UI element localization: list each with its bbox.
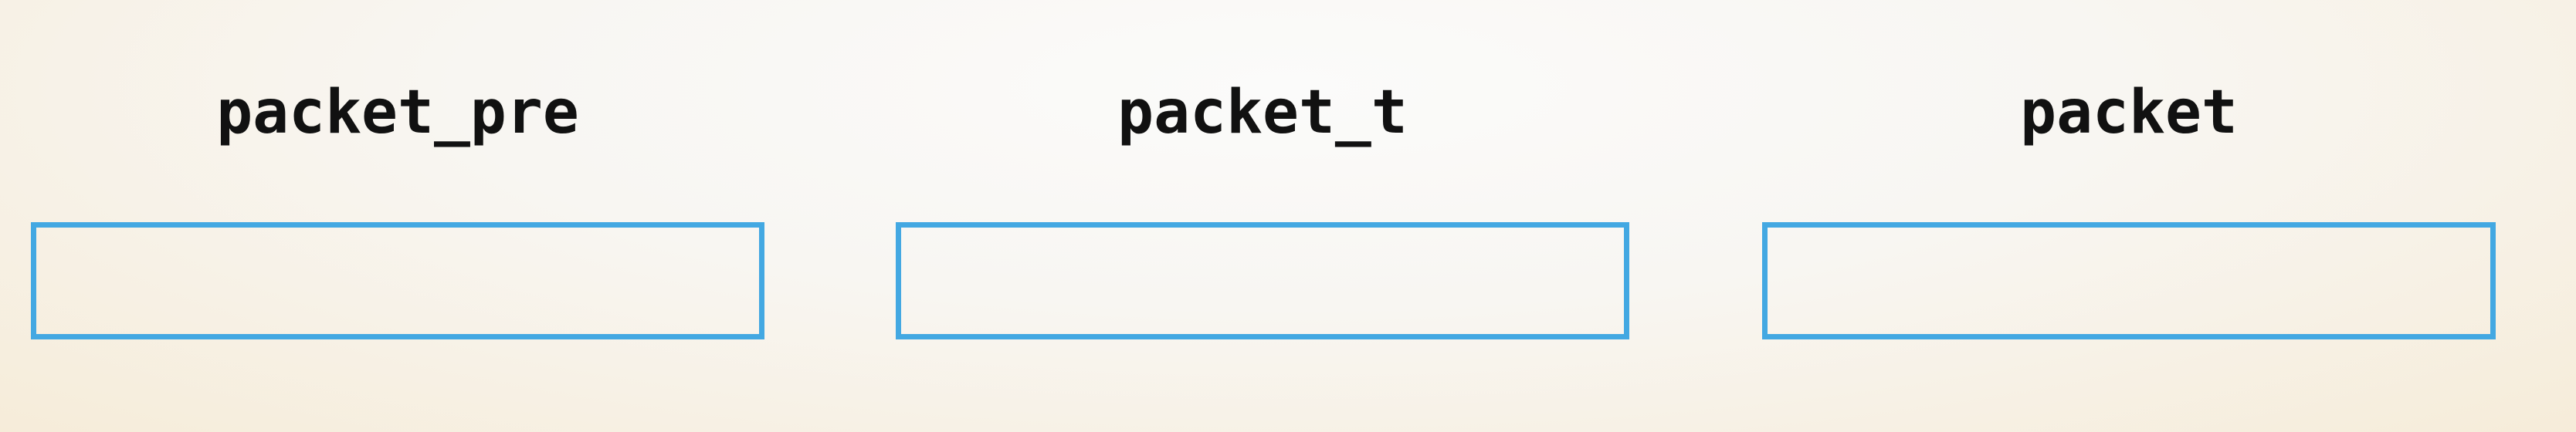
field-label-packet-t: packet_t (1117, 78, 1408, 147)
value-box-packet-t (896, 222, 1629, 339)
value-box-packet (1762, 222, 2496, 339)
field-label-packet: packet (2020, 78, 2238, 147)
value-box-packet-pre (31, 222, 764, 339)
field-label-packet-pre: packet_pre (216, 78, 579, 147)
